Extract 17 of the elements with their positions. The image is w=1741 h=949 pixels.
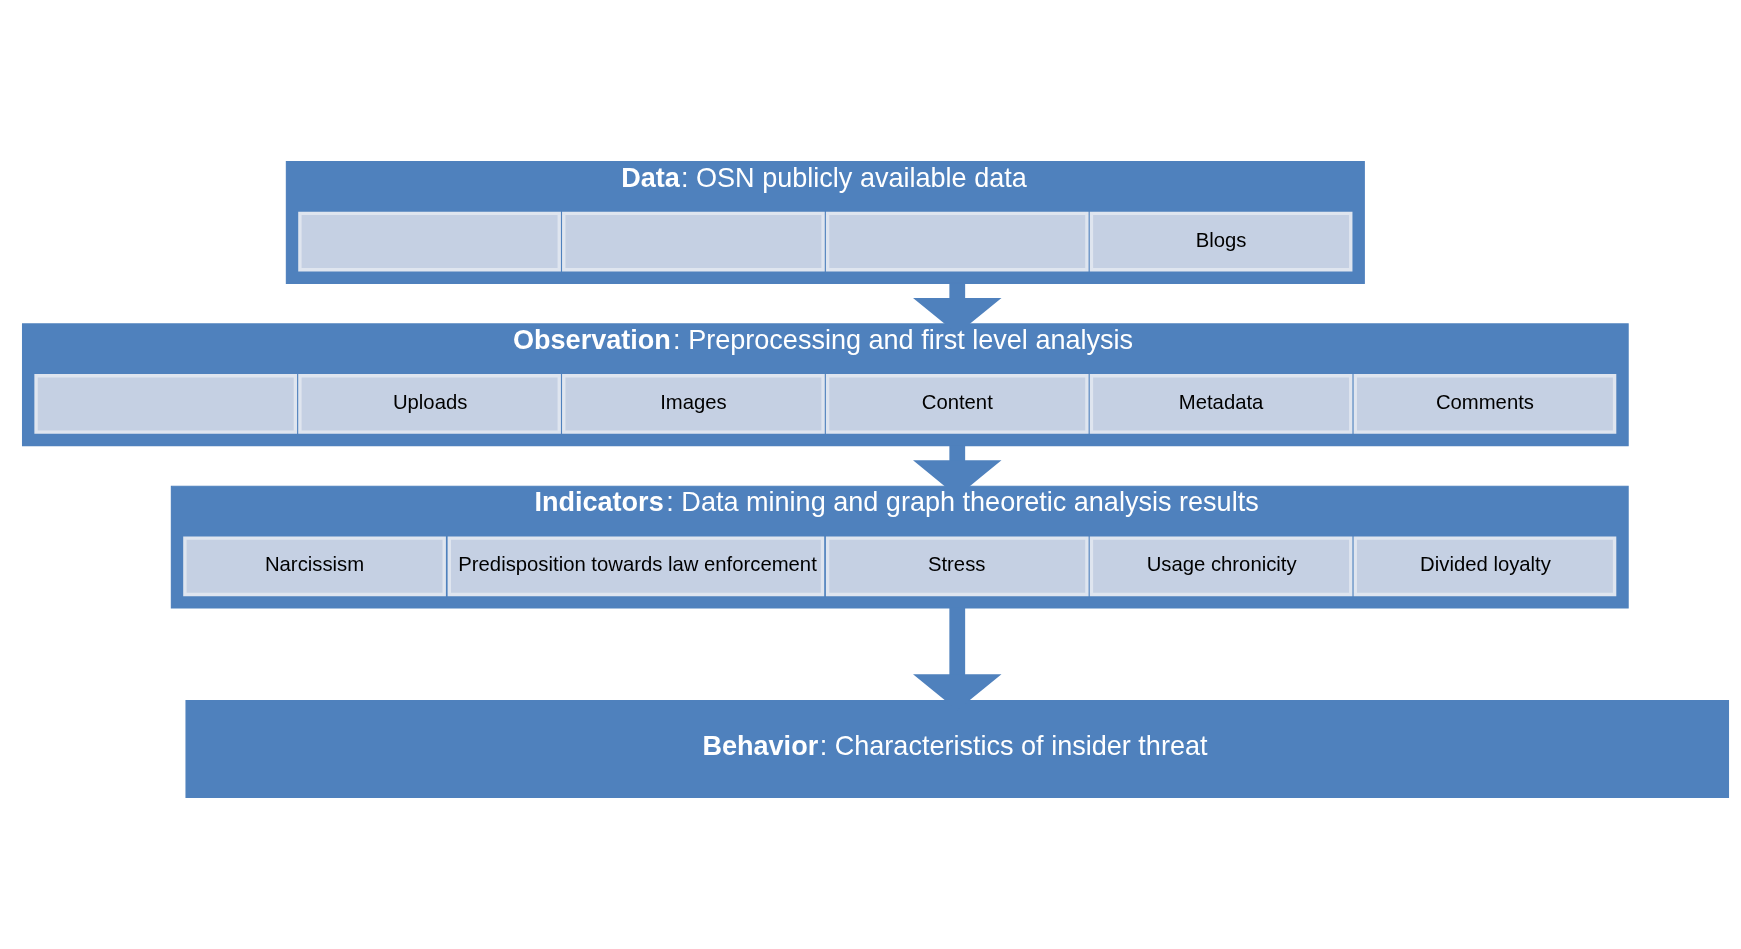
node-box: Uploads: [297, 373, 561, 434]
node-box: Divided loyalty: [1353, 535, 1616, 596]
node-box: [561, 211, 825, 271]
node-box: Usage chronicity: [1089, 535, 1352, 596]
node-box: Blogs: [1089, 211, 1352, 271]
node-box: [825, 211, 1089, 271]
node-box: Comments: [1353, 373, 1616, 434]
node-box: Content: [825, 373, 1089, 434]
node-box: Predisposition towards law enforcement: [447, 535, 824, 596]
arrow: [912, 282, 1001, 334]
node-box: Metadata: [1089, 373, 1352, 434]
node-box: Images: [561, 373, 825, 434]
node-box: [297, 211, 561, 271]
node-box: Behavior: Characteristics of insider threat: [184, 699, 1729, 798]
node-box: Stress: [825, 535, 1089, 596]
node-box: Narcissism: [182, 535, 446, 596]
node-box: [33, 373, 297, 434]
